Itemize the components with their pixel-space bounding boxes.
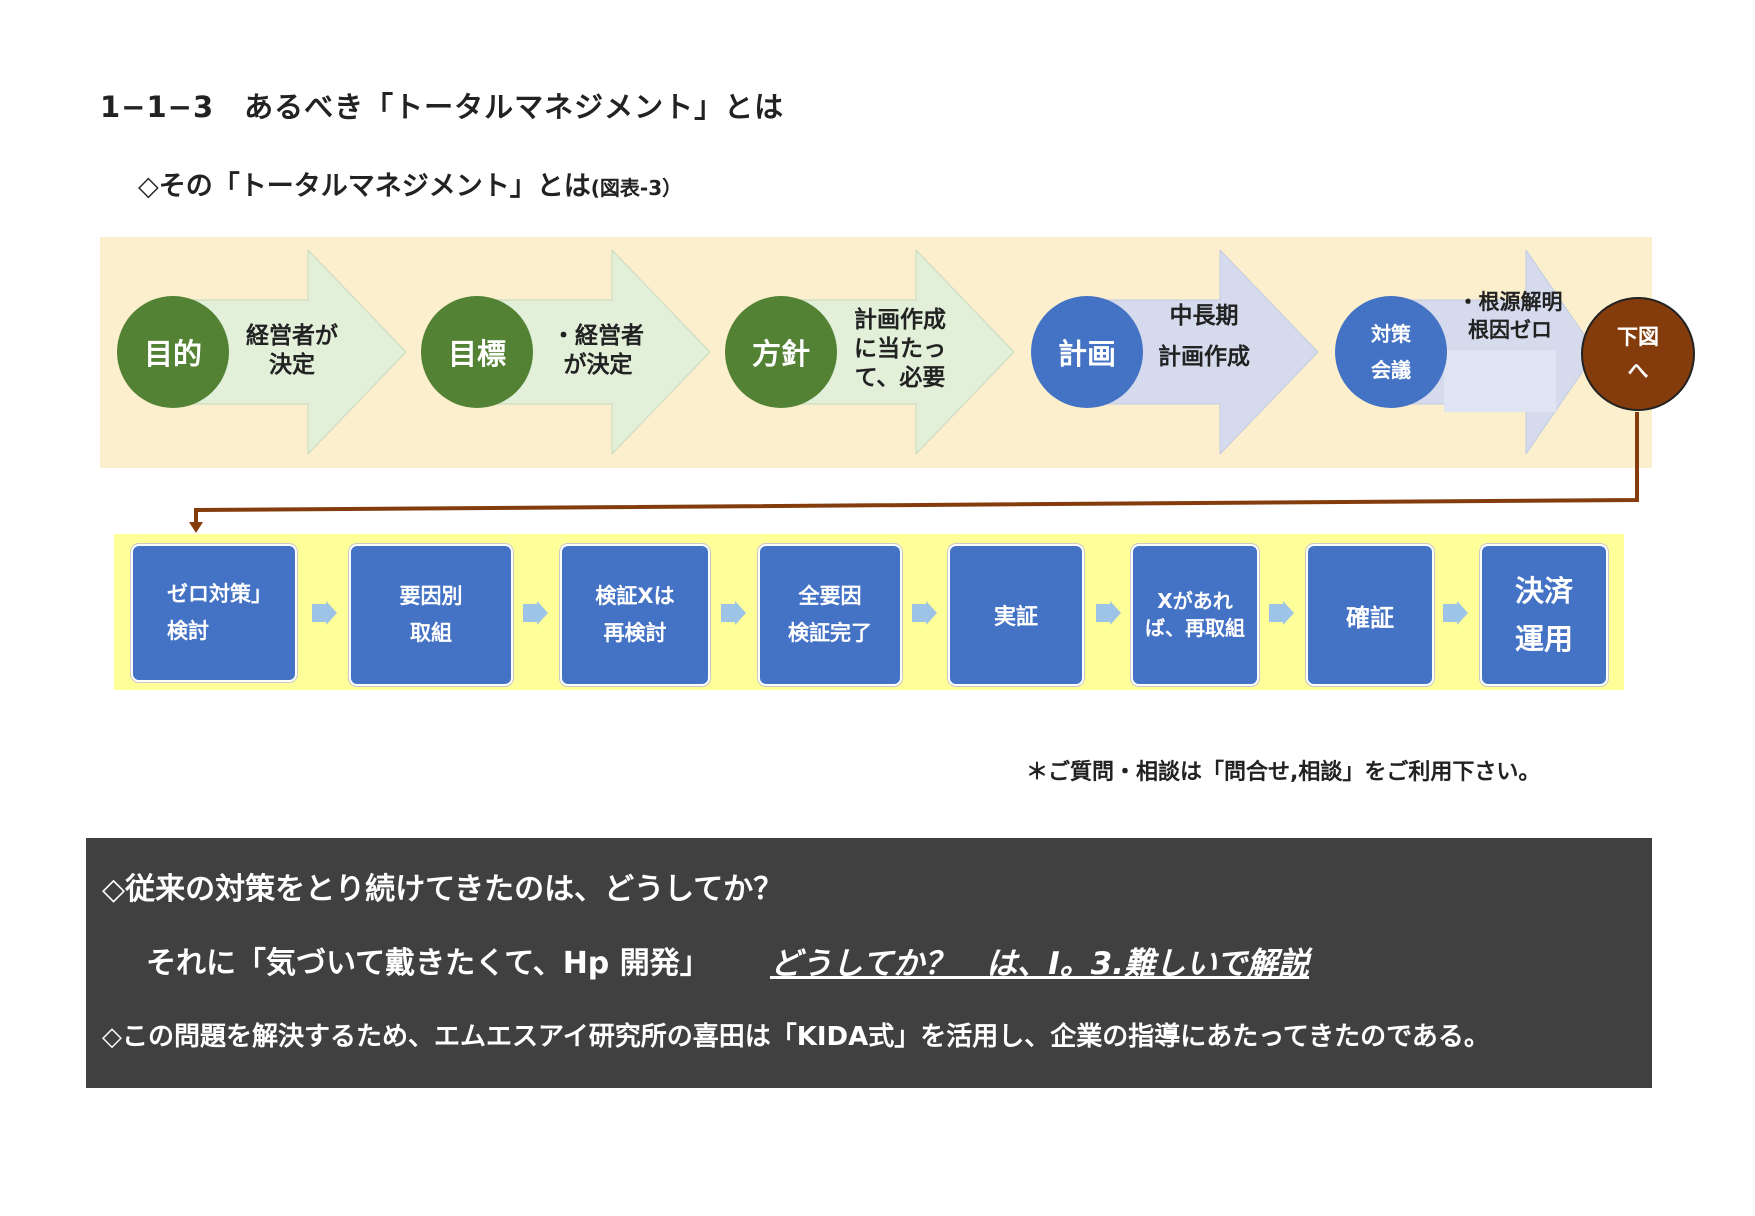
circle-line: 対策 [1371, 322, 1411, 346]
flow-text-line: ・根源解明 [1457, 290, 1563, 314]
contact-note: ＊ご質問・相談は「問合せ,相談」をご利用下さい。 [1026, 760, 1541, 785]
flow-text-line: ・経営者 [552, 323, 644, 349]
chevron-right-icon [1096, 601, 1121, 625]
flow-text-line: 決定 [269, 352, 315, 378]
circle-purpose: 目的 [117, 296, 229, 408]
step-line: 検証Xは [595, 584, 675, 608]
step-line: Xがあれ [1157, 589, 1233, 613]
chevron-right-icon [312, 601, 337, 625]
step-verify-x: 検証Xは 再検討 [560, 544, 710, 686]
flow-text-line: 経営者が [246, 323, 338, 349]
step-line: 再検討 [603, 621, 667, 645]
flow-text-line: 計画作成 [854, 307, 946, 333]
flow-text: 中長期 計画作成 [1144, 296, 1264, 378]
step-line: 確証 [1346, 603, 1394, 632]
flow-text-line: 中長期 [1169, 303, 1239, 329]
chevron-right-icon [1443, 601, 1468, 625]
chevron-right-icon [523, 601, 548, 625]
step-decision-operation: 決済 運用 [1480, 544, 1608, 686]
step-demonstration: 実証 [948, 544, 1084, 686]
explanation-line: それに「気づいて戴きたくて、Hp 開発」 [146, 946, 710, 981]
step-line: 決済 [1514, 574, 1573, 608]
flow-text-line: が決定 [563, 352, 633, 378]
circle-line: 会議 [1371, 358, 1411, 382]
circle-goal: 目標 [421, 296, 533, 408]
page-subtitle: ◇その「トータルマネジメント」とは(図表-3） [138, 164, 682, 203]
flow-text-line: 根因ゼロ [1468, 318, 1552, 342]
flow-text: 経営者が 決定 [232, 322, 352, 380]
flow-text-line: 計画作成 [1158, 344, 1250, 370]
circle-countermeasure-meeting: 対策 会議 [1335, 296, 1447, 408]
step-line: 運用 [1514, 622, 1573, 656]
circle-line: 下図 [1617, 325, 1659, 349]
step-all-factors: 全要因 検証完了 [758, 544, 902, 686]
step-line: 検証完了 [788, 621, 872, 645]
next-figure-circle: 下図 へ [1581, 297, 1695, 411]
step-line: 実証 [993, 605, 1038, 630]
step-by-factor: 要因別 取組 [349, 544, 513, 686]
step-line: ば、再取組 [1145, 616, 1245, 640]
step-zero-countermeasure: ゼロ対策」 検討 [131, 544, 297, 682]
explanation-line: ◇この問題を解決するため、エムエスアイ研究所の喜田は「KIDA式」を活用し、企業… [102, 1022, 1490, 1052]
step-confirmation: 確証 [1306, 544, 1434, 686]
circle-plan: 計画 [1031, 296, 1143, 408]
flow-text: ・根源解明 根因ゼロ [1450, 288, 1570, 344]
circle-line: へ [1627, 359, 1649, 383]
flow-text-line: に当たっ [854, 336, 946, 362]
chevron-right-icon [1269, 601, 1294, 625]
step-retry-if-x: Xがあれ ば、再取組 [1131, 544, 1259, 686]
flow-text-line: て、必要 [854, 365, 946, 391]
explanation-line: ◇従来の対策をとり続けてきたのは、どうしてか？ [102, 872, 784, 907]
chevron-right-icon [721, 601, 746, 625]
chevron-right-icon [912, 601, 937, 625]
flow-text: ・経営者 が決定 [538, 322, 658, 380]
step-line: 要因別 [399, 584, 463, 608]
explanation-link[interactable]: どうしてか？ は、Ⅰ。3.難しいで解説 [770, 946, 1310, 982]
subtitle-figure-label: (図表-3） [590, 176, 683, 200]
flow-blank-box [1444, 350, 1556, 412]
step-line: 検討 [167, 619, 209, 643]
step-line: 取組 [410, 621, 452, 645]
flow-text: 計画作成 に当たっ て、必要 [840, 306, 960, 393]
explanation-box: ◇従来の対策をとり続けてきたのは、どうしてか？ それに「気づいて戴きたくて、Hp… [86, 838, 1652, 1088]
subtitle-main: ◇その「トータルマネジメント」とは [138, 171, 591, 202]
page-title: 1−1−3 あるべき「トータルマネジメント」とは [100, 90, 785, 124]
step-line: ゼロ対策」 [167, 582, 272, 606]
step-line: 全要因 [798, 584, 862, 608]
circle-policy: 方針 [725, 296, 837, 408]
